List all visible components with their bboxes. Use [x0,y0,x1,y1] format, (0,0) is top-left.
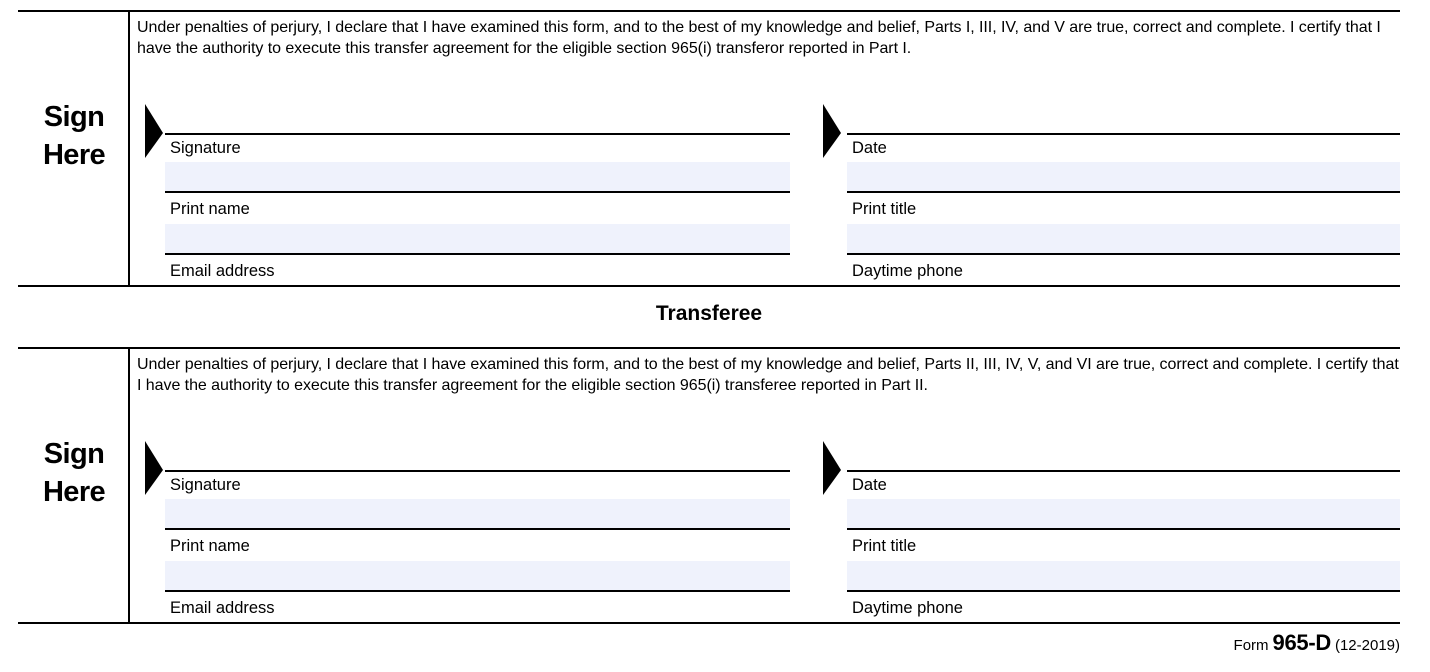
footer-form-word: Form [1233,637,1269,654]
sign-here-arrow-icon [145,441,163,495]
date-label: Date [852,139,887,157]
email-address-label: Email address [170,262,275,280]
transferee-print-title-input[interactable] [847,499,1400,530]
perjury-statement: Under penalties of perjury, I declare th… [137,19,1381,57]
sign-here-label: Sign Here [18,435,130,511]
print-title-label: Print title [852,537,917,555]
sign-here-label: Sign Here [18,98,130,174]
footer-revision-date: (12-2019) [1334,637,1400,654]
transferee-daytime-phone-input[interactable] [847,561,1400,592]
transferee-left-column: Signature Print name Email address [165,347,790,622]
column-divider-line [128,347,130,622]
perjury-statement: Under penalties of perjury, I declare th… [137,356,1399,394]
signature-line [165,470,790,472]
section-border-line [18,622,1400,624]
transferor-signature-section: Under penalties of perjury, I declare th… [18,10,1400,285]
sign-here-word-2: Here [42,139,106,171]
date-line [847,470,1400,472]
sign-here-arrow-icon [145,104,163,158]
transferor-email-address-input[interactable] [165,224,790,255]
section-border-line [18,285,1400,287]
footer-form-number: 965-D [1272,630,1332,655]
signature-label: Signature [170,476,241,494]
daytime-phone-label: Daytime phone [852,262,963,280]
sign-here-arrow-icon [823,104,841,158]
sign-here-arrow-icon [823,441,841,495]
transferor-print-title-input[interactable] [847,162,1400,193]
section-border-line [18,10,1400,12]
daytime-phone-label: Daytime phone [852,599,963,617]
print-title-label: Print title [852,200,917,218]
transferor-daytime-phone-input[interactable] [847,224,1400,255]
transferee-signature-section: Under penalties of perjury, I declare th… [18,347,1400,622]
email-address-label: Email address [170,599,275,617]
signature-label: Signature [170,139,241,157]
section-border-line [18,347,1400,349]
column-divider-line [128,10,130,285]
date-line [847,133,1400,135]
transferor-right-column: Date Print title Daytime phone [847,10,1400,285]
sign-here-word-2: Here [42,476,106,508]
print-name-label: Print name [170,200,250,218]
signature-line [165,133,790,135]
transferee-heading: Transferee [655,302,763,325]
transferor-print-name-input[interactable] [165,162,790,193]
sign-here-word-1: Sign [43,101,105,133]
date-label: Date [852,476,887,494]
transferee-print-name-input[interactable] [165,499,790,530]
transferee-email-address-input[interactable] [165,561,790,592]
print-name-label: Print name [170,537,250,555]
transferee-right-column: Date Print title Daytime phone [847,347,1400,622]
sign-here-word-1: Sign [43,438,105,470]
transferor-left-column: Signature Print name Email address [165,10,790,285]
